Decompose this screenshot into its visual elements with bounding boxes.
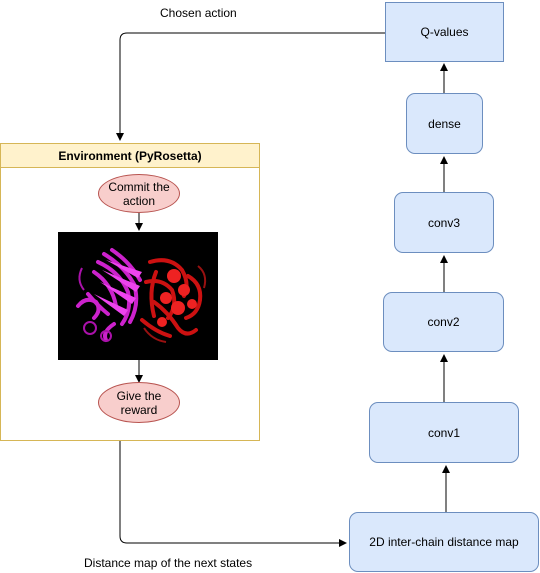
next-states-label: Distance map of the next states [84, 556, 253, 570]
conv2-layer-node: conv2 [383, 292, 504, 352]
arrow-next-states [119, 441, 347, 547]
conv1-layer-node: conv1 [369, 402, 519, 463]
give-reward-step: Give the reward [98, 382, 180, 423]
arrow-chosen-action [116, 32, 385, 141]
input-distance-map-node: 2D inter-chain distance map [349, 512, 539, 572]
environment-title: Environment (PyRosetta) [1, 144, 259, 168]
chosen-action-label: Chosen action [160, 6, 237, 20]
conv3-layer-node: conv3 [394, 192, 494, 253]
protein-structure-image [58, 232, 218, 360]
q-values-node: Q-values [385, 2, 504, 62]
dense-layer-node: dense [406, 93, 483, 154]
commit-action-step: Commit the action [98, 174, 180, 213]
protein-complex-render [76, 248, 207, 343]
